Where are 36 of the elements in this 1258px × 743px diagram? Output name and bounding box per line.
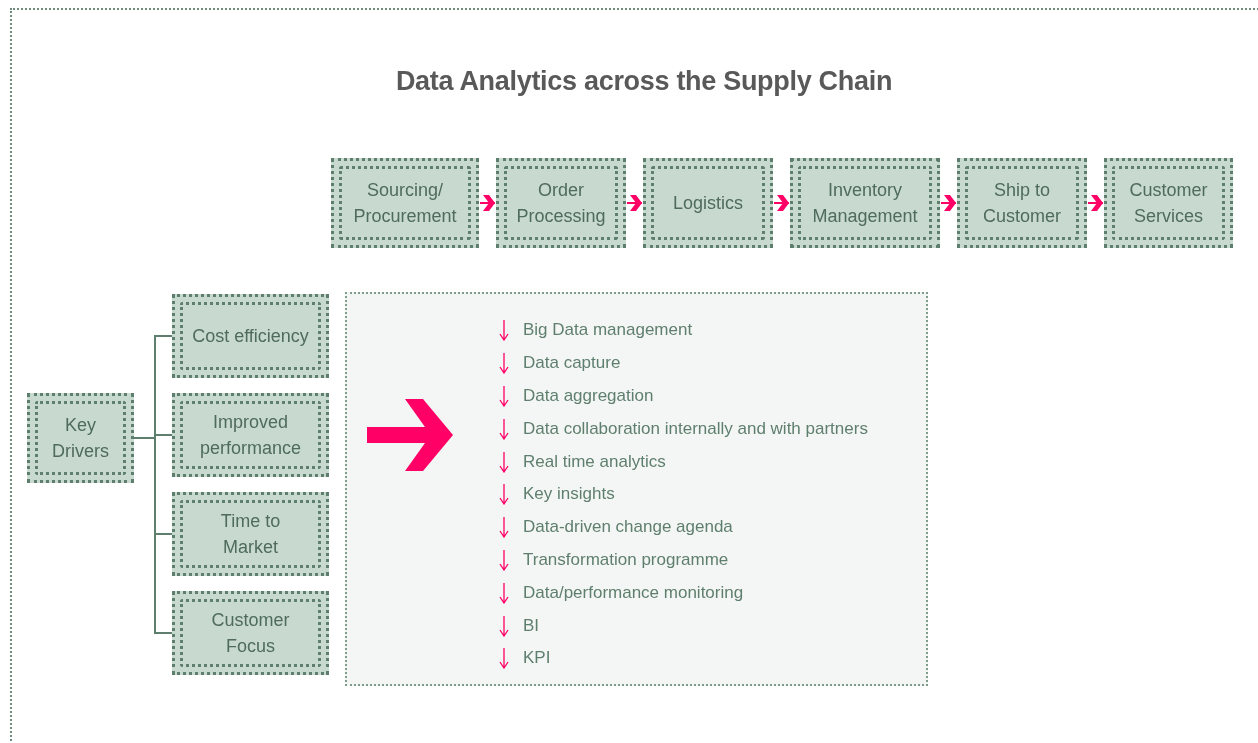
- process-box: [643, 158, 773, 248]
- box-label: Customer Services: [1128, 179, 1209, 228]
- process-box: [957, 158, 1087, 248]
- box-label: Sourcing/ Procurement: [352, 179, 458, 228]
- process-box: [172, 591, 329, 675]
- box-label: Key Drivers: [51, 414, 110, 463]
- process-box: [790, 158, 940, 248]
- process-box: [331, 158, 479, 248]
- box-label: Order Processing: [516, 179, 606, 228]
- list-item: Data-driven change agenda: [523, 517, 733, 538]
- connector-line: [133, 437, 173, 634]
- box-label: Cost efficiency: [192, 325, 309, 348]
- list-item: Big Data management: [523, 320, 693, 341]
- list-item: BI: [523, 615, 540, 636]
- list-item: KPI: [523, 648, 551, 669]
- diagram-title: Data Analytics across the Supply Chain: [394, 66, 894, 97]
- list-item: Data capture: [523, 353, 621, 374]
- process-box: [496, 158, 626, 248]
- content-panel: [345, 292, 928, 686]
- process-box: [27, 393, 134, 483]
- list-item: Transformation programme: [523, 549, 729, 570]
- process-box: [172, 294, 329, 378]
- box-label: Inventory Management: [811, 179, 919, 228]
- process-box: [172, 393, 329, 477]
- box-label: Time to Market: [219, 510, 282, 559]
- process-box: [1104, 158, 1233, 248]
- box-label: Customer Focus: [210, 609, 291, 658]
- box-label: Improved performance: [198, 411, 303, 460]
- box-label: Logistics: [673, 192, 743, 215]
- process-box: [172, 492, 329, 576]
- list-item: Data/performance monitoring: [523, 582, 744, 603]
- list-item: Real time analytics: [523, 451, 666, 472]
- list-item: Data collaboration internally and with partners: [523, 418, 868, 439]
- list-item: Data aggregation: [523, 386, 654, 406]
- list-item: Key insights: [523, 484, 615, 505]
- box-label: Ship to Customer: [982, 179, 1062, 228]
